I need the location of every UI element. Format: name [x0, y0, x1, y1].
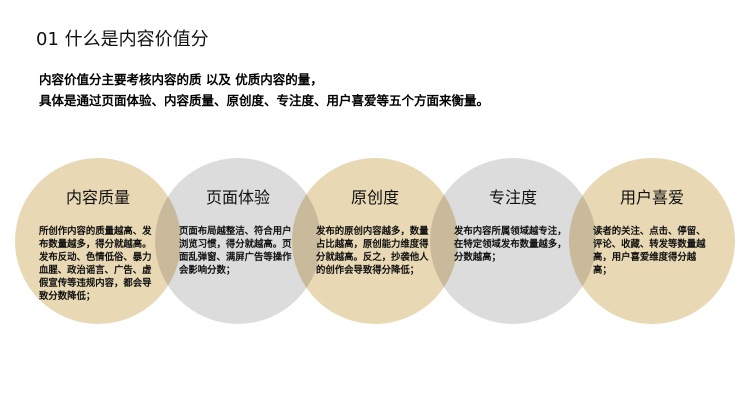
circle-body: 所创作内容的质量越高、发布数量越多，得分就越高。发布反动、色情低俗、暴力血腥、政…: [39, 226, 152, 302]
circle-heading: 内容质量: [65, 188, 130, 207]
circle-heading: 专注度: [488, 188, 537, 207]
circle-user-love: [569, 158, 735, 324]
circle-body: 读者的关注、点击、停留、评论、收藏、转发等数量越高，用户喜爱维度得分越高；: [593, 226, 706, 276]
circle-heading: 页面体验: [205, 188, 270, 207]
circle-content-quality: [15, 158, 181, 324]
circle-focus: [430, 158, 596, 324]
circle-page-experience-text: 页面体验 页面布局越整洁、符合用户浏览习惯，得分就越高。页面乱弹窗、满屏广告等操…: [155, 158, 321, 324]
circle-body: 页面布局越整洁、符合用户浏览习惯，得分就越高。页面乱弹窗、满屏广告等操作会影响分…: [179, 226, 292, 276]
circle-originality-text: 原创度 发布的原创内容越多，数量占比越高，原创能力维度得分就越高。反之，抄袭他人…: [292, 158, 458, 324]
page-title: 01 什么是内容价值分: [36, 29, 209, 50]
intro-line-2: 具体是通过页面体验、内容质量、原创度、专注度、用户喜爱等五个方面来衡量。: [39, 93, 490, 108]
circle-focus-text: 专注度 发布内容所属领域越专注，在特定领域发布数量越多，分数越高；: [430, 158, 596, 324]
intro-line-1: 内容价值分主要考核内容的质 以及 优质内容的量，: [39, 72, 323, 87]
circle-user-love-text: 用户喜爱 读者的关注、点击、停留、评论、收藏、转发等数量越高，用户喜爱维度得分越…: [569, 158, 735, 324]
circle-body: 发布内容所属领域越专注，在特定领域发布数量越多，分数越高；: [454, 226, 567, 263]
circle-heading: 原创度: [350, 188, 399, 207]
circle-content-quality-text: 内容质量 所创作内容的质量越高、发布数量越多，得分就越高。发布反动、色情低俗、暴…: [15, 158, 181, 324]
circle-heading: 用户喜爱: [619, 188, 684, 207]
intro-text: 内容价值分主要考核内容的质 以及 优质内容的量， 具体是通过页面体验、内容质量、…: [39, 69, 489, 111]
circle-body: 发布的原创内容越多，数量占比越高，原创能力维度得分就越高。反之，抄袭他人的创作会…: [316, 226, 429, 276]
